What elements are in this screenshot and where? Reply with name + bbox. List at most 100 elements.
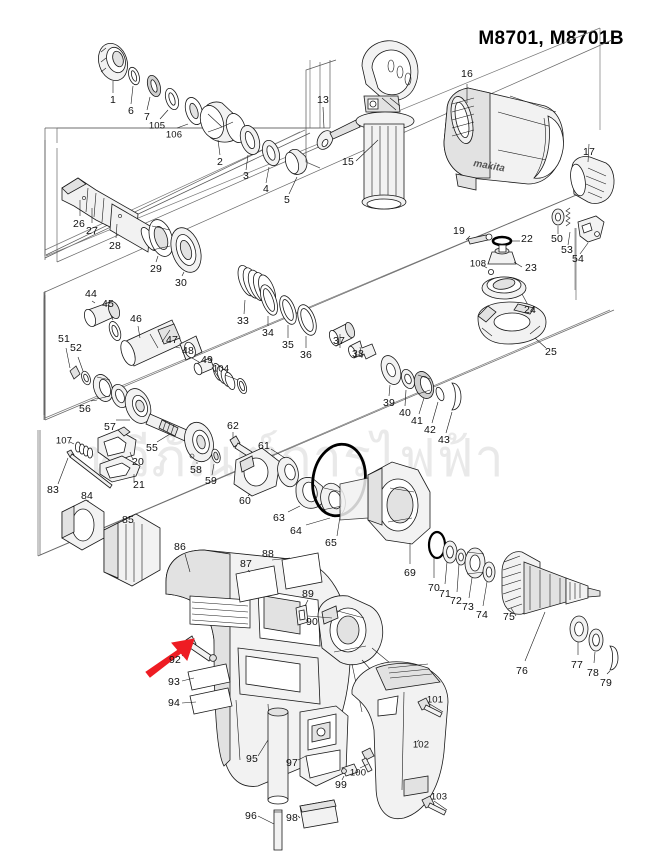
- part-number-13: 13: [317, 94, 329, 106]
- part-number-38: 38: [352, 348, 364, 360]
- part-number-26: 26: [73, 218, 85, 230]
- part-number-63: 63: [273, 512, 285, 524]
- group-motor-housing: makita: [443, 84, 615, 349]
- part-number-103: 103: [430, 791, 448, 803]
- part-number-28: 28: [109, 240, 121, 252]
- part-number-89: 89: [302, 588, 314, 600]
- part-number-42: 42: [424, 424, 436, 436]
- part-number-2: 2: [217, 156, 223, 168]
- part-number-1: 1: [110, 94, 116, 106]
- part-number-39: 39: [383, 397, 395, 409]
- part-number-105: 105: [148, 120, 166, 132]
- group-spindle-assembly: [61, 177, 202, 277]
- part-number-34: 34: [262, 327, 274, 339]
- part-number-90: 90: [306, 616, 318, 628]
- part-number-71: 71: [439, 588, 451, 600]
- part-number-93: 93: [168, 676, 180, 688]
- part-number-70: 70: [428, 582, 440, 594]
- part-number-36: 36: [300, 349, 312, 361]
- group-handle-switch: [257, 661, 449, 851]
- part-number-55: 55: [146, 442, 158, 454]
- part-number-79: 79: [600, 677, 612, 689]
- group-gear-housing-armature: [339, 461, 619, 675]
- highlight-arrow: [145, 638, 195, 678]
- section-frame-lines: [37, 39, 615, 557]
- part-number-75: 75: [503, 611, 515, 623]
- part-number-98: 98: [286, 812, 298, 824]
- part-number-47: 47: [166, 334, 178, 346]
- part-number-102: 102: [412, 739, 430, 751]
- part-number-40: 40: [399, 407, 411, 419]
- part-number-46: 46: [130, 313, 142, 325]
- part-number-37: 37: [333, 335, 345, 347]
- part-number-21: 21: [133, 479, 145, 491]
- part-number-94: 94: [168, 697, 180, 709]
- part-number-77: 77: [571, 659, 583, 671]
- part-number-92: 92: [169, 654, 181, 666]
- part-number-23: 23: [525, 262, 537, 274]
- part-number-27: 27: [86, 225, 98, 237]
- part-number-51: 51: [58, 333, 70, 345]
- part-number-53: 53: [561, 244, 573, 256]
- part-number-5: 5: [284, 194, 290, 206]
- group-small-parts-37-43: [328, 321, 462, 434]
- part-number-41: 41: [411, 415, 423, 427]
- part-number-96: 96: [245, 810, 257, 822]
- part-number-24: 24: [524, 304, 536, 316]
- part-number-25: 25: [545, 346, 557, 358]
- part-number-74: 74: [476, 609, 488, 621]
- part-number-61: 61: [258, 440, 270, 452]
- part-number-44: 44: [85, 288, 97, 300]
- part-number-54: 54: [572, 253, 584, 265]
- part-number-73: 73: [462, 601, 474, 613]
- part-number-20: 20: [132, 456, 144, 468]
- part-number-50: 50: [551, 233, 563, 245]
- group-chuck-body: [199, 101, 308, 195]
- part-number-101: 101: [426, 694, 444, 706]
- part-number-19: 19: [453, 225, 465, 237]
- part-number-86: 86: [174, 541, 186, 553]
- part-number-87: 87: [240, 558, 252, 570]
- part-number-83: 83: [47, 484, 59, 496]
- group-side-handle: [305, 40, 419, 210]
- part-number-60: 60: [239, 495, 251, 507]
- part-number-62: 62: [227, 420, 239, 432]
- part-number-95: 95: [246, 753, 258, 765]
- svg-text:makita: makita: [472, 158, 506, 174]
- part-number-97: 97: [286, 757, 298, 769]
- part-number-104: 104: [212, 363, 230, 375]
- part-number-17: 17: [583, 146, 595, 158]
- group-impact-mechanism: [57, 300, 367, 587]
- part-number-78: 78: [587, 667, 599, 679]
- part-number-88: 88: [262, 548, 274, 560]
- part-number-64: 64: [290, 525, 302, 537]
- part-number-6: 6: [128, 105, 134, 117]
- part-number-107: 107: [55, 435, 73, 447]
- group-springs: [237, 264, 317, 348]
- part-number-15: 15: [342, 156, 354, 168]
- part-number-33: 33: [237, 315, 249, 327]
- part-number-106: 106: [165, 129, 183, 141]
- part-number-45: 45: [102, 298, 114, 310]
- part-number-7: 7: [144, 111, 150, 123]
- part-number-99: 99: [335, 779, 347, 791]
- part-number-69: 69: [404, 567, 416, 579]
- part-number-65: 65: [325, 537, 337, 549]
- part-number-16: 16: [461, 68, 473, 80]
- part-number-43: 43: [438, 434, 450, 446]
- part-number-4: 4: [263, 183, 269, 195]
- part-number-76: 76: [516, 665, 528, 677]
- part-number-58: 58: [190, 464, 202, 476]
- part-number-59: 59: [205, 475, 217, 487]
- part-number-85: 85: [122, 514, 134, 526]
- part-number-35: 35: [282, 339, 294, 351]
- part-number-84: 84: [81, 490, 93, 502]
- part-number-3: 3: [243, 170, 249, 182]
- part-number-30: 30: [175, 277, 187, 289]
- part-number-48: 48: [182, 345, 194, 357]
- part-number-49: 49: [201, 354, 213, 366]
- part-number-108: 108: [469, 258, 487, 270]
- part-number-52: 52: [70, 342, 82, 354]
